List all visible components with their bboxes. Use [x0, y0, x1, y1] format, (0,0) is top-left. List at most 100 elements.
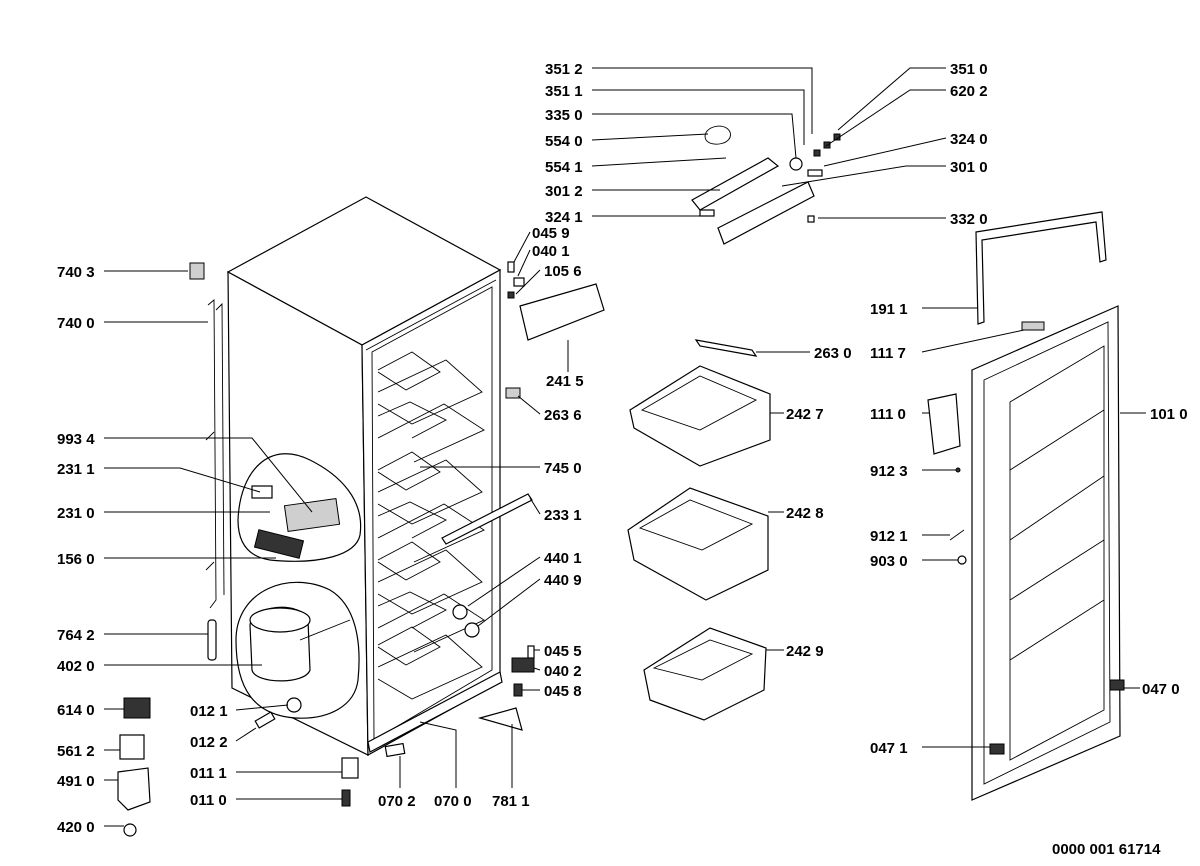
- label-4020: 402 0: [57, 658, 95, 675]
- part-7811-icon: [477, 707, 523, 731]
- part-0471-icon: [989, 743, 1005, 755]
- part-4910-icon: [117, 767, 151, 811]
- part-9030-icon: [957, 555, 967, 565]
- diagram-id: 0000 001 61714: [1052, 841, 1161, 858]
- label-1117: 111 7: [870, 345, 906, 362]
- label-4409: 440 9: [544, 572, 582, 589]
- part-5612-icon: [119, 734, 145, 760]
- label-0455: 045 5: [544, 643, 582, 660]
- label-2427: 242 7: [786, 406, 824, 423]
- condenser: [205, 299, 225, 609]
- label-3512: 351 2: [545, 61, 583, 78]
- label-0471: 047 1: [870, 740, 908, 757]
- label-3320: 332 0: [950, 211, 988, 228]
- thermostat-bubble: [237, 453, 362, 562]
- evaporator-shelves: [377, 351, 485, 700]
- part-3012-icon: [691, 157, 780, 211]
- label-0702: 070 2: [378, 793, 416, 810]
- label-1056: 105 6: [544, 263, 582, 280]
- drawer-2428-icon: [627, 487, 769, 601]
- label-9121: 912 1: [870, 528, 908, 545]
- part-3240-icon: [807, 169, 823, 177]
- part-7403-icon: [189, 262, 205, 280]
- label-3510: 351 0: [950, 61, 988, 78]
- label-7811: 781 1: [492, 793, 530, 810]
- label-4401: 440 1: [544, 550, 582, 567]
- part-4200-icon: [123, 823, 137, 837]
- label-6140: 614 0: [57, 702, 95, 719]
- label-2636: 263 6: [544, 407, 582, 424]
- label-9030: 903 0: [870, 553, 908, 570]
- label-2310: 231 0: [57, 505, 95, 522]
- part-0111-icon: [341, 757, 359, 779]
- label-2429: 242 9: [786, 643, 824, 660]
- part-1110-icon: [927, 393, 961, 455]
- part-0110-icon: [341, 789, 351, 807]
- label-9123: 912 3: [870, 463, 908, 480]
- label-1010: 101 0: [1150, 406, 1188, 423]
- label-5541: 554 1: [545, 159, 583, 176]
- label-5612: 561 2: [57, 743, 95, 760]
- label-0110: 011 0: [190, 792, 227, 809]
- part-5540-icon: [704, 125, 731, 145]
- label-0700: 070 0: [434, 793, 472, 810]
- part-7642-icon: [207, 619, 217, 661]
- label-3010: 301 0: [950, 159, 988, 176]
- hinge-parts: [441, 261, 605, 731]
- label-7450: 745 0: [544, 460, 582, 477]
- label-2311: 231 1: [57, 461, 95, 478]
- label-0111: 011 1: [190, 765, 227, 782]
- label-6202: 620 2: [950, 83, 988, 100]
- label-0121: 012 1: [190, 703, 228, 720]
- compressor-bubble: [235, 581, 360, 719]
- part-9121-icon: [949, 529, 965, 541]
- leader-lines: [104, 67, 1146, 827]
- drawer-2427-icon: [629, 365, 771, 467]
- control-panel-parts: [691, 125, 841, 245]
- door-assembly: [927, 211, 1125, 801]
- drawer-2429-icon: [643, 627, 767, 721]
- part-1911-icon: [975, 211, 1107, 325]
- label-2630: 263 0: [814, 345, 852, 362]
- label-1911: 191 1: [870, 301, 908, 318]
- part-3010-icon: [717, 181, 815, 245]
- part-9123-icon: [955, 467, 961, 473]
- label-9934: 993 4: [57, 431, 95, 448]
- label-7403: 740 3: [57, 264, 95, 281]
- part-4409-icon: [464, 622, 480, 638]
- part-2636-icon: [505, 387, 521, 399]
- label-2331: 233 1: [544, 507, 582, 524]
- part-0122-icon: [254, 711, 276, 729]
- label-0458: 045 8: [544, 683, 582, 700]
- part-labels: 351 2 351 1 335 0 554 0 554 1 301 2 324 …: [57, 61, 1188, 858]
- label-7400: 740 0: [57, 315, 95, 332]
- part-0470-icon: [1109, 679, 1125, 691]
- label-1110: 111 0: [870, 406, 906, 423]
- part-6140-icon: [123, 697, 151, 719]
- part-3350-icon: [789, 157, 803, 171]
- left-small-parts: [117, 262, 359, 837]
- part-1010-icon: [971, 305, 1121, 801]
- drawers: [627, 339, 771, 721]
- part-2331-icon: [441, 493, 533, 545]
- label-3012: 301 2: [545, 183, 583, 200]
- label-3241: 324 1: [545, 209, 583, 226]
- label-1560: 156 0: [57, 551, 95, 568]
- label-4200: 420 0: [57, 819, 95, 836]
- label-3240: 324 0: [950, 131, 988, 148]
- label-4910: 491 0: [57, 773, 95, 790]
- label-2415: 241 5: [546, 373, 584, 390]
- label-3511: 351 1: [545, 83, 583, 100]
- label-2428: 242 8: [786, 505, 824, 522]
- part-4401-icon: [452, 604, 468, 620]
- label-5540: 554 0: [545, 133, 583, 150]
- label-0122: 012 2: [190, 734, 228, 751]
- part-2415-icon: [519, 283, 605, 341]
- label-0459: 045 9: [532, 225, 570, 242]
- part-3241-icon: [699, 209, 715, 217]
- part-0121-icon: [286, 697, 302, 713]
- part-2630-icon: [694, 339, 758, 357]
- cabinet-base: [367, 671, 503, 758]
- part-3320-icon: [807, 215, 815, 223]
